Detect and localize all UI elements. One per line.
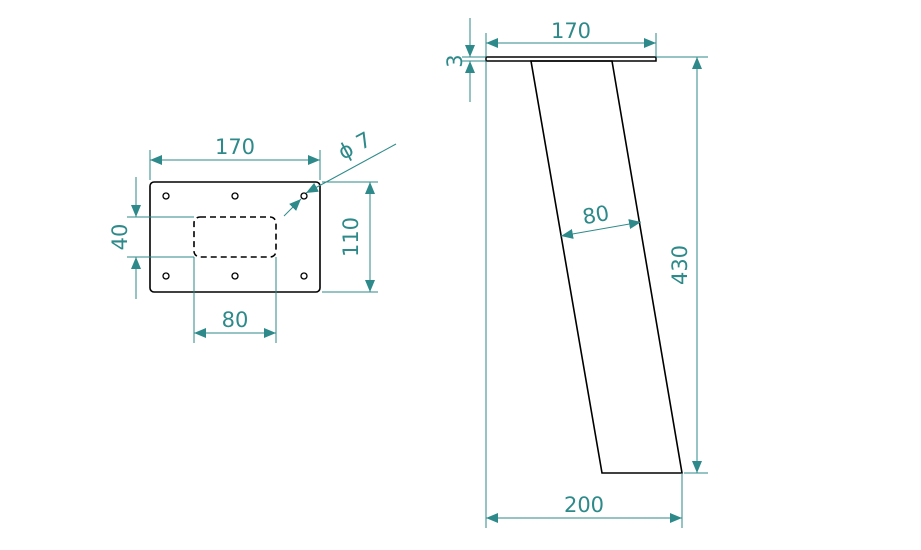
plate-thickness-label: 3 (443, 54, 467, 67)
mounting-hole (231, 272, 239, 280)
side-view: 170 3 80 430 200 (443, 18, 708, 528)
cutout-width-label: 80 (222, 308, 249, 332)
height-label: 430 (668, 245, 692, 285)
mounting-hole (162, 272, 170, 280)
cutout-outline (193, 216, 277, 258)
leg-width-label: 80 (581, 201, 611, 229)
plate-width-label: 170 (551, 19, 591, 43)
top-view: 170 110 40 80 ϕ 7 (108, 127, 397, 343)
leg-profile (530, 60, 683, 474)
leg-width-dimension-line (560, 219, 642, 239)
mounting-hole (231, 192, 239, 200)
mounting-hole (162, 192, 170, 200)
plate-outline (149, 181, 321, 293)
hole-leader-line (305, 143, 397, 194)
mounting-hole (300, 192, 308, 200)
mounting-holes (162, 192, 308, 280)
base-width-label: 200 (564, 493, 604, 517)
top-height-label: 110 (339, 217, 363, 257)
cutout-height-label: 40 (108, 224, 132, 251)
top-width-label: 170 (215, 135, 255, 159)
hole-leader-arrow (283, 198, 302, 217)
mounting-hole (300, 272, 308, 280)
